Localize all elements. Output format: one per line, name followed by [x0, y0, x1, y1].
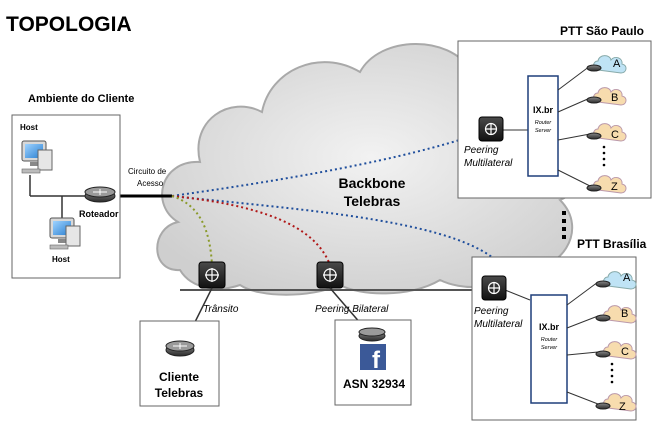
- ptt-bsb-peering-line1: Peering: [474, 306, 509, 317]
- transit-label: Trânsito: [203, 304, 239, 315]
- ptt-bsb-ix-title: IX.br: [539, 322, 560, 332]
- ptt-sp-member-c: C: [611, 129, 619, 141]
- ptt-bsb-member-c: C: [621, 346, 629, 358]
- dotted-path-transit: [171, 195, 213, 266]
- client-telebras-line2: Telebras: [155, 386, 204, 400]
- backbone-label-line1: Backbone: [339, 175, 406, 191]
- page-title: TOPOLOGIA: [6, 13, 132, 36]
- ptt-sp-ix-sub1: Router: [535, 120, 553, 126]
- host-computer-icon: [21, 140, 53, 174]
- facebook-logo-icon: [360, 344, 386, 370]
- client-env-heading: Ambiente do Cliente: [28, 93, 134, 105]
- client-telebras-line1: Cliente: [159, 370, 199, 384]
- ptt-sp-members: [557, 55, 627, 194]
- telebras-router-icon: [165, 340, 195, 357]
- peering-bilateral-switch-icon: [316, 261, 344, 289]
- access-circuit-label-line2: Acesso: [137, 179, 164, 188]
- ptt-bsb-switch-icon: [481, 275, 507, 301]
- ptt-sp-switch-icon: [478, 116, 504, 142]
- ptt-bsb-member-b: B: [621, 308, 628, 320]
- access-circuit-label-line1: Circuito de: [128, 167, 167, 176]
- ptt-bsb-heading: PTT Brasília: [577, 237, 647, 251]
- ptt-bsb-ix-sub2: Server: [541, 345, 558, 351]
- dotted-path-ptt-sp: [171, 129, 491, 197]
- ptt-sp-heading: PTT São Paulo: [560, 24, 644, 38]
- host-computer-icon: [49, 217, 81, 250]
- ptt-sp-peering-line1: Peering: [464, 145, 499, 156]
- ptt-bsb-members: [566, 271, 637, 412]
- ptt-bsb-member-a: A: [623, 272, 631, 284]
- facebook-logo-letter: f: [372, 347, 381, 374]
- host-bottom-label: Host: [52, 255, 70, 264]
- ptt-sp-ix-box: [527, 75, 559, 177]
- ptt-sp-ix-sub2: Server: [535, 128, 552, 134]
- ptt-bsb-peering-line2: Multilateral: [474, 319, 523, 330]
- ptt-bsb-ix-sub1: Router: [541, 337, 559, 343]
- ptt-bsb-ix-box: [530, 294, 568, 404]
- backbone-label-line2: Telebras: [344, 193, 401, 209]
- ptt-sp-member-a: A: [613, 58, 621, 70]
- ptt-bsb-member-z: Z: [619, 401, 626, 413]
- ptt-sp-member-z: Z: [611, 181, 618, 193]
- ptt-sp-ix-title: IX.br: [533, 105, 554, 115]
- peering-bilateral-label: Peering Bilateral: [315, 304, 389, 315]
- ptt-separator-dots: [562, 211, 566, 239]
- asn-router-icon: [358, 327, 386, 342]
- ptt-sp-peering-line2: Multilateral: [464, 158, 513, 169]
- host-top-label: Host: [20, 123, 38, 132]
- ptt-sp-member-b: B: [611, 92, 618, 104]
- transit-switch-icon: [198, 261, 226, 289]
- client-telebras-box: [139, 320, 220, 407]
- client-router-icon: [84, 186, 116, 203]
- dotted-path-peering-bilateral: [171, 195, 331, 266]
- router-label: Roteador: [79, 209, 119, 219]
- asn-label: ASN 32934: [343, 377, 405, 391]
